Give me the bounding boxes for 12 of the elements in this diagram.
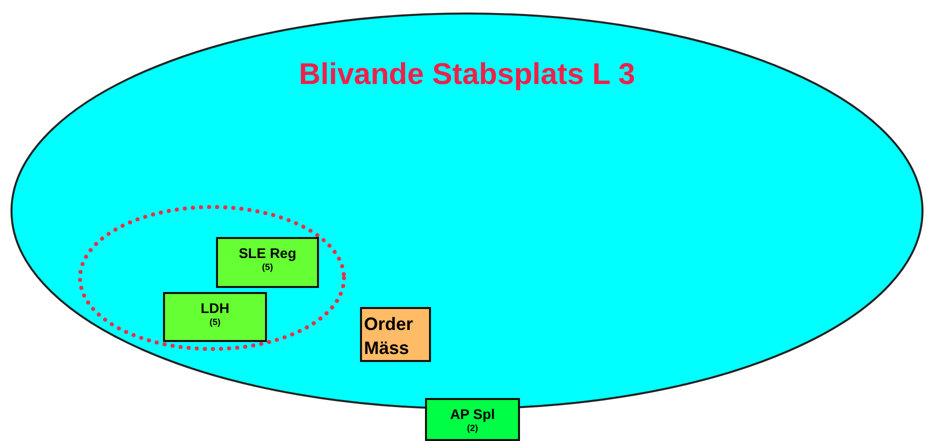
- unit-box: [216, 237, 319, 288]
- unit-box: [425, 398, 520, 441]
- area-title: Blivande Stabsplats L 3: [298, 58, 636, 92]
- unit-count: (5): [208, 316, 222, 328]
- unit-box: [163, 292, 267, 342]
- unit-name: LDH: [200, 300, 230, 317]
- unit-count: (5): [261, 262, 274, 273]
- unit-box: [360, 307, 431, 362]
- unit-name: Order Mäss: [364, 313, 414, 360]
- unit-name: SLE Reg: [238, 245, 298, 262]
- unit-name: AP Spl: [449, 406, 496, 423]
- unit-count: (2): [466, 422, 479, 434]
